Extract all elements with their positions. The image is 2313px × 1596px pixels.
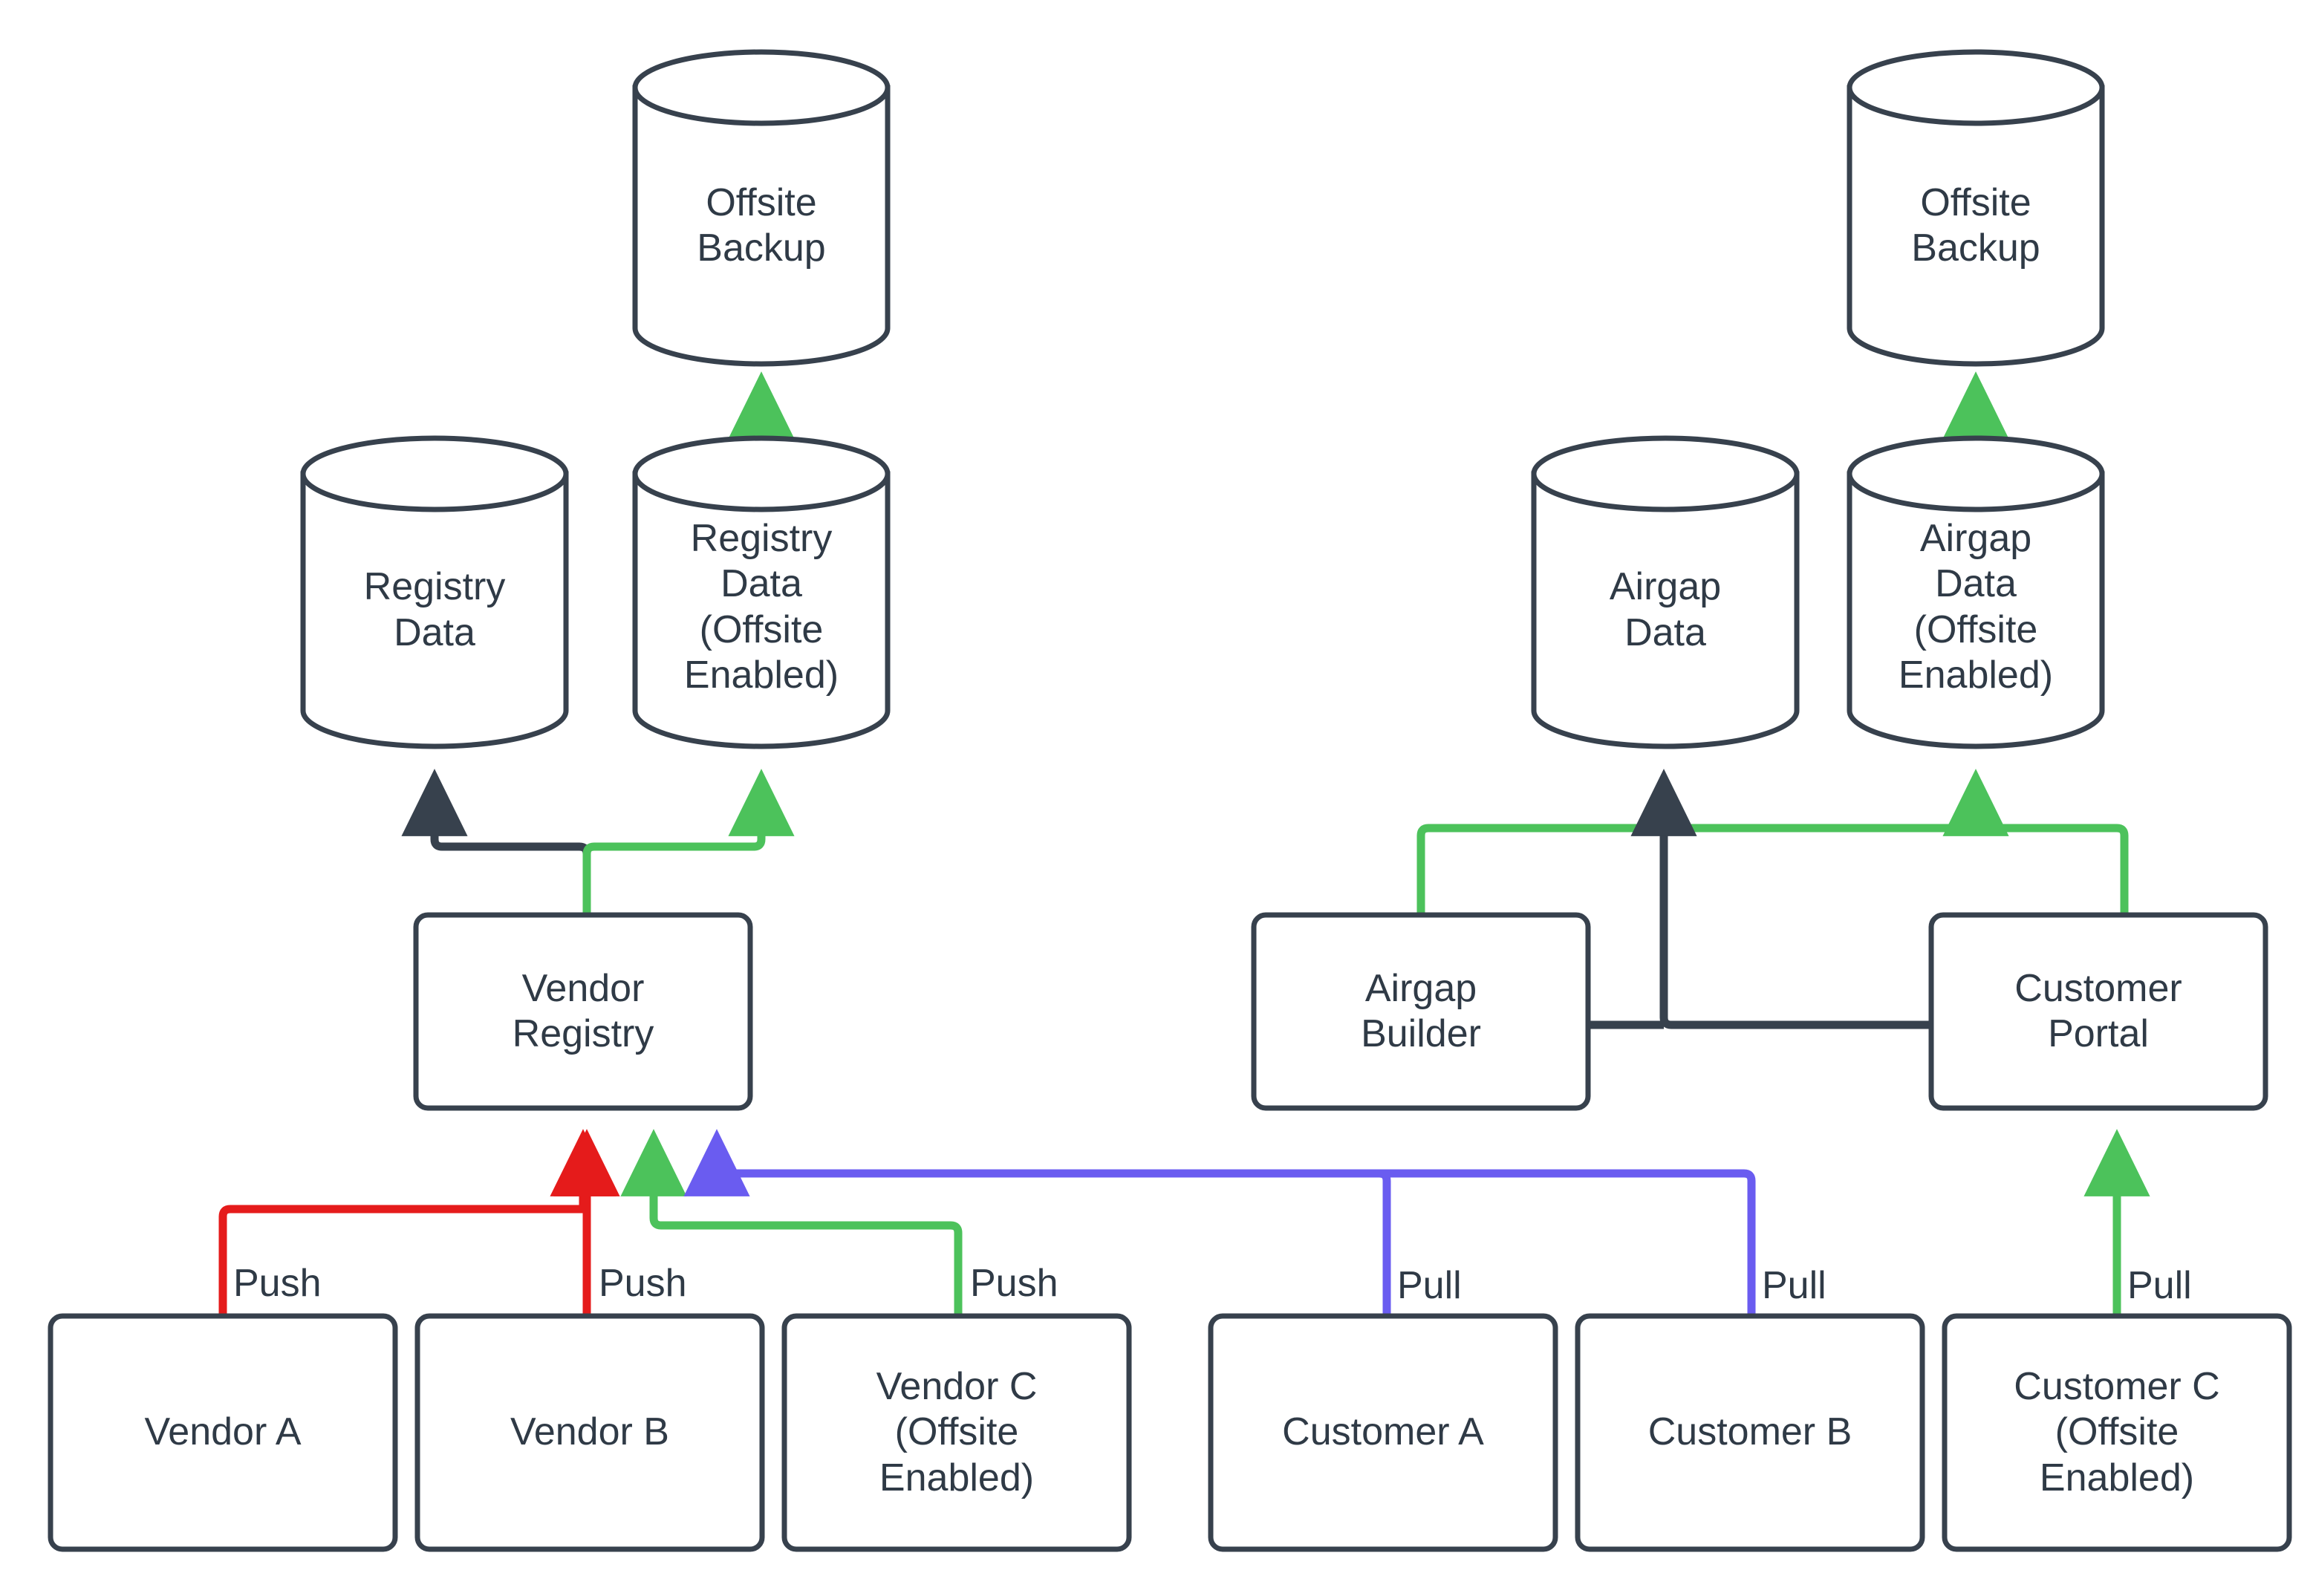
- node-vendor-registry[interactable]: [413, 912, 753, 1111]
- node-airgap-builder[interactable]: [1251, 912, 1591, 1111]
- node-customer-a[interactable]: [1208, 1313, 1558, 1552]
- edge-vendor-c-push: [620, 1129, 963, 1316]
- node-offsite-backup-right[interactable]: [1847, 49, 2105, 367]
- node-customer-b[interactable]: [1575, 1313, 1925, 1552]
- node-vendor-a[interactable]: [48, 1313, 398, 1552]
- edge-customer-b-pull: [724, 1169, 1756, 1316]
- node-offsite-backup-left[interactable]: [632, 49, 891, 367]
- node-customer-portal[interactable]: [1928, 912, 2268, 1111]
- node-airgap-data[interactable]: [1531, 435, 1800, 749]
- node-registry-data[interactable]: [300, 435, 569, 749]
- node-registry-data-offsite[interactable]: [632, 435, 891, 749]
- edge-vendor-registry-to-registry-data: [401, 769, 591, 915]
- edge-vendor-a-push: [218, 1129, 617, 1316]
- node-vendor-c[interactable]: [781, 1313, 1132, 1552]
- edge-customer-portal-to-airgap-data: [1630, 769, 1931, 1029]
- edge-vendor-registry-to-registry-data-offsite: [582, 769, 795, 915]
- edge-airgap-builder-to-airgap-data-offsite: [1416, 769, 2009, 915]
- edge-customer-portal-to-airgap-data-offsite: [1976, 824, 2129, 915]
- node-airgap-data-offsite[interactable]: [1847, 435, 2105, 749]
- node-vendor-b[interactable]: [414, 1313, 765, 1552]
- node-customer-c[interactable]: [1942, 1313, 2292, 1552]
